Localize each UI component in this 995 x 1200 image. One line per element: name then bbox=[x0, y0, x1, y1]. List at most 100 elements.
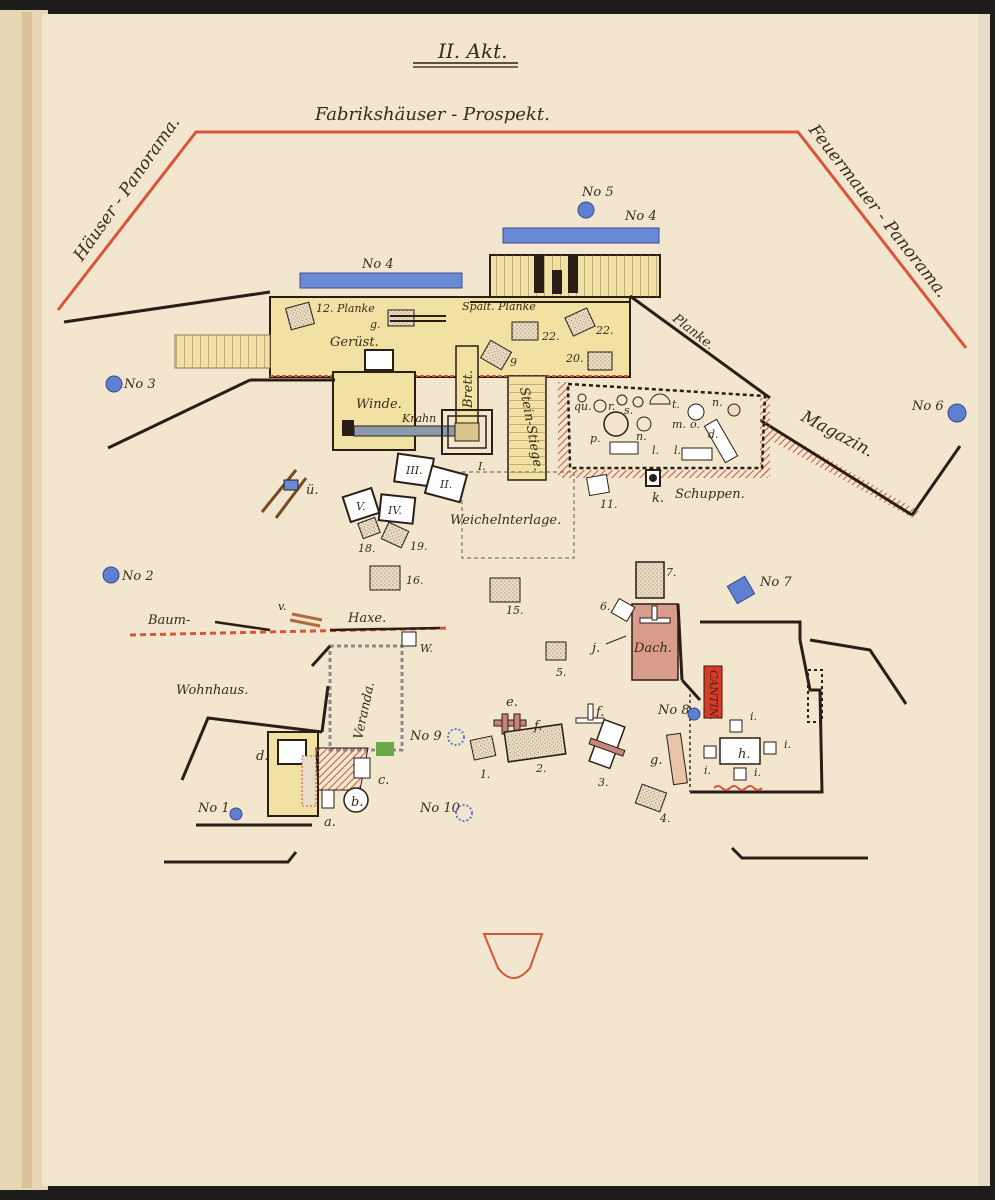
cantin-side-wall bbox=[809, 638, 908, 705]
marker-no6 bbox=[947, 403, 967, 423]
label-krahn: Krahn bbox=[401, 412, 436, 425]
prompter-box bbox=[482, 933, 544, 979]
prop-i-top bbox=[729, 719, 743, 733]
prop-2-table bbox=[503, 723, 567, 763]
marker-no7-label: No 7 bbox=[759, 575, 792, 590]
label-l1: l. bbox=[652, 444, 659, 457]
wohnhaus-wall-3 bbox=[310, 644, 332, 668]
back-building-stripe bbox=[552, 270, 562, 294]
arrow-j bbox=[605, 635, 627, 645]
marker-no10 bbox=[455, 804, 473, 822]
marker-no8 bbox=[687, 707, 701, 721]
marker-no5 bbox=[577, 201, 595, 219]
plant bbox=[376, 742, 394, 756]
backdrop-prospekt-line bbox=[56, 130, 968, 349]
ladder-u bbox=[260, 469, 308, 519]
planke-wall-left bbox=[63, 290, 271, 324]
winde-area bbox=[332, 371, 416, 451]
marker-no4-right bbox=[502, 227, 660, 244]
label-spalt-planke: Spalt. Planke bbox=[462, 300, 536, 313]
prop-o2 bbox=[727, 403, 741, 417]
haxe-piece bbox=[329, 626, 441, 632]
label-p: p. bbox=[590, 432, 601, 445]
schuppen-floor-hatch bbox=[558, 470, 768, 478]
label-roman-ii: II. bbox=[439, 478, 452, 491]
marker-no3 bbox=[105, 375, 123, 393]
label-7: 7. bbox=[666, 566, 677, 579]
prop-12 bbox=[284, 301, 316, 331]
label-b: b. bbox=[351, 795, 363, 810]
label-n-top: n. bbox=[712, 396, 723, 409]
label-winde: Winde. bbox=[356, 397, 402, 412]
label-k: k. bbox=[652, 491, 664, 506]
label-geruest: Gerüst. bbox=[330, 335, 379, 350]
label-schuppen: Schuppen. bbox=[675, 487, 745, 502]
label-qu: qu. bbox=[574, 400, 592, 413]
prop-7 bbox=[635, 561, 665, 599]
marker-no9 bbox=[447, 728, 465, 746]
label-f2: f. bbox=[595, 705, 604, 720]
label-i2: i. bbox=[704, 764, 711, 777]
label-haxe: Haxe. bbox=[347, 611, 386, 626]
label-20: 20. bbox=[565, 352, 584, 365]
prop-l1 bbox=[609, 441, 639, 455]
marker-no6-label: No 6 bbox=[911, 399, 944, 414]
magazin-wall-end bbox=[910, 445, 962, 516]
prop-15 bbox=[489, 577, 521, 603]
prop-qu bbox=[577, 393, 587, 403]
prop-g bbox=[387, 309, 415, 327]
marker-no2-label: No 2 bbox=[121, 569, 154, 584]
prop-b bbox=[343, 787, 369, 813]
cantin-bar bbox=[713, 785, 763, 791]
stein-stiege-steps bbox=[508, 376, 546, 480]
wohnhaus-wall-2 bbox=[320, 685, 330, 733]
prop-19 bbox=[380, 521, 410, 549]
label-19: 19. bbox=[410, 540, 428, 553]
schuppen-right-hatch bbox=[760, 398, 770, 476]
prop-3-table bbox=[588, 718, 626, 770]
label-dach: Dach. bbox=[633, 641, 672, 656]
label-m: m. bbox=[672, 418, 686, 431]
cantin-wall-right bbox=[690, 639, 824, 794]
label-o: o. bbox=[690, 418, 700, 431]
marker-no10-label: No 10 bbox=[419, 801, 460, 816]
label-roman-i: I. bbox=[477, 460, 486, 473]
dach-wall bbox=[676, 603, 684, 681]
label-i1: i. bbox=[750, 710, 757, 723]
marker-no2 bbox=[102, 566, 120, 584]
label-15: 15. bbox=[506, 604, 524, 617]
label-v: v. bbox=[278, 600, 286, 613]
label-a: a. bbox=[324, 815, 336, 830]
label-4: 4. bbox=[659, 812, 671, 825]
prop-d-board bbox=[703, 418, 739, 464]
platform-i-inner bbox=[454, 422, 480, 442]
label-baum: Baum- bbox=[147, 613, 190, 628]
prop-c bbox=[353, 757, 371, 779]
label-u: ü. bbox=[306, 483, 319, 498]
label-21: 22. bbox=[541, 330, 560, 343]
right-page-edge bbox=[978, 14, 990, 1186]
schuppen-outline bbox=[566, 382, 767, 470]
prop-w bbox=[401, 631, 417, 647]
prop-l2 bbox=[681, 447, 713, 461]
baum-piece bbox=[214, 620, 271, 632]
label-weichel: Weichelnterlage. bbox=[450, 513, 561, 528]
label-d-schuppen: d. bbox=[708, 428, 719, 441]
marker-no9-label: No 9 bbox=[409, 729, 442, 744]
prop-4 bbox=[634, 783, 668, 813]
cantin-window bbox=[807, 669, 823, 723]
label-j: j. bbox=[589, 641, 600, 656]
prop-11 bbox=[586, 473, 610, 497]
marker-no1 bbox=[229, 807, 243, 821]
platform-i-mid bbox=[447, 415, 487, 449]
cantin-door bbox=[680, 678, 702, 702]
prop-dach-bench bbox=[639, 605, 671, 624]
label-l2: l. bbox=[674, 444, 681, 457]
prop-i-left bbox=[703, 745, 717, 759]
prop-m-small bbox=[636, 416, 652, 432]
front-wall-right bbox=[730, 846, 868, 860]
prop-s bbox=[616, 394, 628, 406]
prop-v-logs bbox=[289, 612, 323, 628]
label-5: 5. bbox=[556, 666, 567, 679]
